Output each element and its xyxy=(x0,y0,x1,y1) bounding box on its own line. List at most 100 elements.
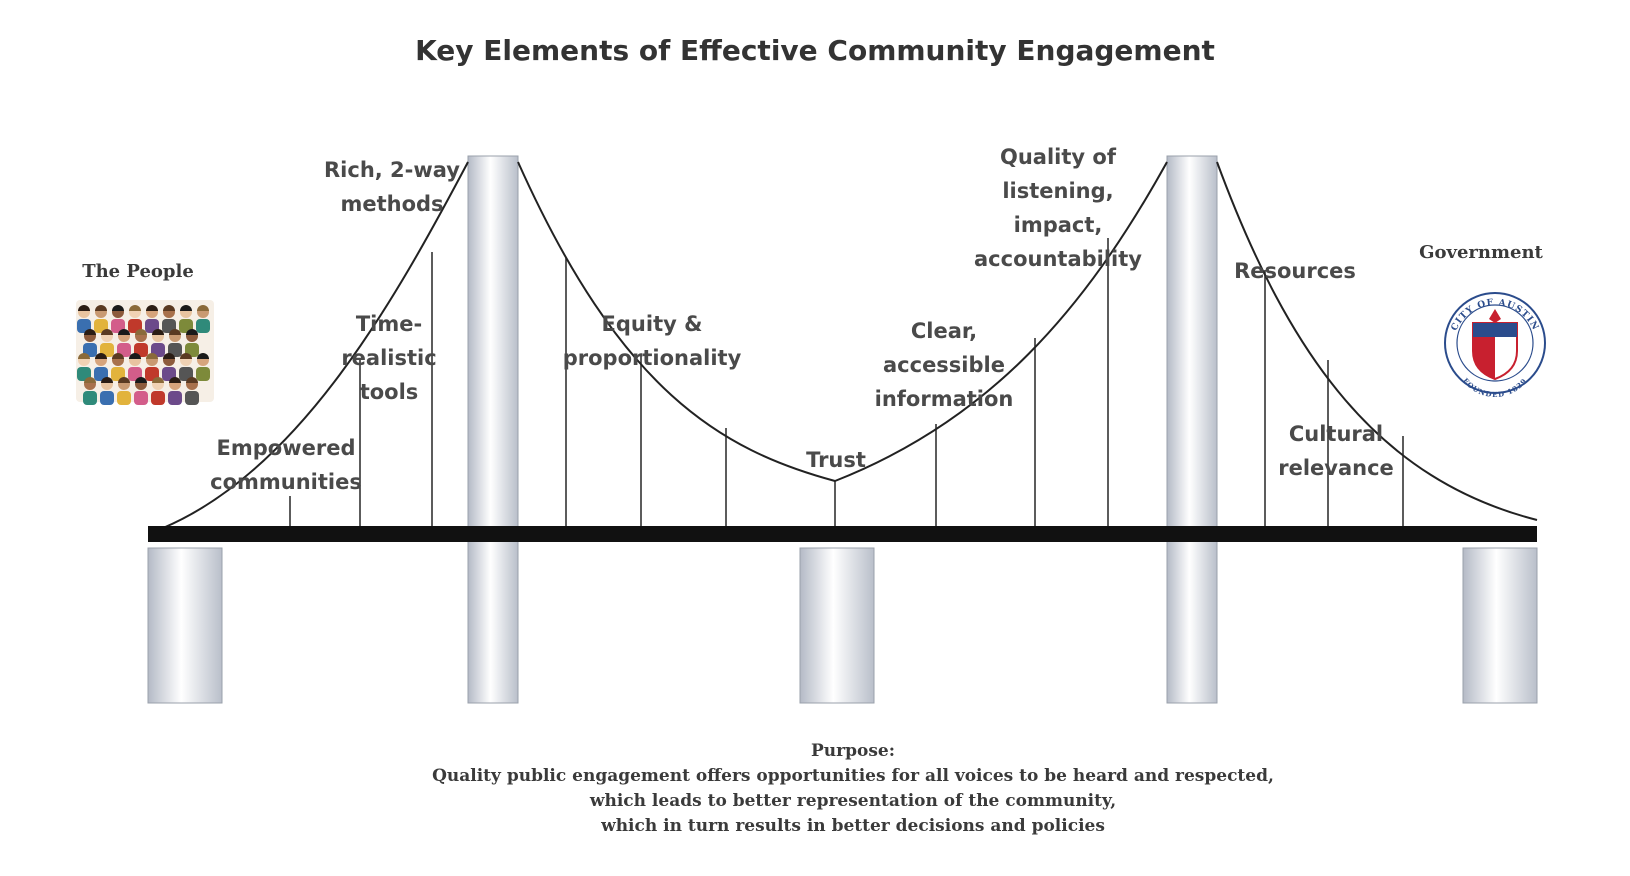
crowd-person-hair xyxy=(152,329,164,335)
crowd-person-hair xyxy=(135,377,147,383)
crowd-person-hair xyxy=(118,329,130,335)
crowd-person-hair xyxy=(146,353,158,359)
purpose-line-3: which in turn results in better decision… xyxy=(600,816,1105,836)
label-line: Rich, 2-way xyxy=(324,158,460,182)
label-line: communities xyxy=(210,470,362,494)
crowd-person-body xyxy=(128,319,142,333)
crowd-person-hair xyxy=(186,329,198,335)
crowd-person-hair xyxy=(197,305,209,311)
label-line: tools xyxy=(360,380,419,404)
main-suspension-cable xyxy=(162,161,1538,529)
label-line: Empowered xyxy=(217,436,356,460)
crowd-person-hair xyxy=(95,353,107,359)
crowd-person-hair xyxy=(169,329,181,335)
crowd-person-hair xyxy=(163,305,175,311)
label-line: realistic xyxy=(341,346,436,370)
label-line: Equity & xyxy=(602,312,703,336)
crowd-person-body xyxy=(162,319,176,333)
label-equity: Equity & proportionality xyxy=(563,312,742,370)
crowd-person-hair xyxy=(112,353,124,359)
crowd-person-body xyxy=(128,367,142,381)
crowd-person-body xyxy=(134,391,148,405)
crowd-person-body xyxy=(111,319,125,333)
crowd-person-hair xyxy=(152,377,164,383)
crowd-person-hair xyxy=(180,305,192,311)
label-line: Cultural xyxy=(1289,422,1383,446)
crowd-person-hair xyxy=(180,353,192,359)
label-resources: Resources xyxy=(1234,259,1356,283)
crowd-person-body xyxy=(179,367,193,381)
purpose-heading: Purpose: xyxy=(811,741,895,761)
crowd-person-hair xyxy=(84,329,96,335)
crowd-person-body xyxy=(179,319,193,333)
crowd-person-body xyxy=(185,343,199,357)
crowd-person-body xyxy=(168,391,182,405)
purpose-line-1: Quality public engagement offers opportu… xyxy=(432,766,1274,786)
label-rich-two-way: Rich, 2-way methods xyxy=(324,158,460,216)
label-trust: Trust xyxy=(806,448,866,472)
crowd-person-body xyxy=(83,391,97,405)
crowd-person-hair xyxy=(112,305,124,311)
label-line: accessible xyxy=(883,353,1005,377)
crowd-person-body xyxy=(77,319,91,333)
crowd-person-body xyxy=(168,343,182,357)
crowd-person-hair xyxy=(129,305,141,311)
crowd-person-hair xyxy=(78,353,90,359)
label-line: information xyxy=(875,387,1014,411)
crowd-person-body xyxy=(196,367,210,381)
label-clear-info: Clear, accessible information xyxy=(875,319,1014,411)
crowd-person-body xyxy=(94,319,108,333)
the-people-label: The People xyxy=(82,261,194,282)
crowd-person-body xyxy=(100,391,114,405)
label-line: Trust xyxy=(806,448,866,472)
label-line: proportionality xyxy=(563,346,742,370)
label-line: methods xyxy=(340,192,443,216)
city-of-austin-seal: CITY OF AUSTIN FOUNDED 1839 xyxy=(1444,292,1546,399)
label-line: impact, xyxy=(1014,213,1103,237)
crowd-person-body xyxy=(162,367,176,381)
base-piers xyxy=(147,547,1538,704)
pier-left-end xyxy=(147,547,223,704)
crowd-person-hair xyxy=(163,353,175,359)
purpose-line-2: which leads to better representation of … xyxy=(589,791,1116,811)
crowd-person-hair xyxy=(101,377,113,383)
pier-right-end xyxy=(1462,547,1538,704)
tower-left xyxy=(467,155,519,704)
crowd-photo xyxy=(76,300,214,405)
crowd-person-body xyxy=(145,319,159,333)
bridge-deck xyxy=(148,526,1537,542)
crowd-person-hair xyxy=(84,377,96,383)
crowd-person-body xyxy=(151,343,165,357)
crowd-person-hair xyxy=(186,377,198,383)
label-line: relevance xyxy=(1278,456,1394,480)
crowd-person-hair xyxy=(197,353,209,359)
label-line: Resources xyxy=(1234,259,1356,283)
tower-right xyxy=(1166,155,1218,704)
government-label: Government xyxy=(1419,242,1543,263)
diagram-title: Key Elements of Effective Community Enga… xyxy=(415,34,1215,67)
crowd-person-body xyxy=(185,391,199,405)
crowd-person-hair xyxy=(129,353,141,359)
crowd-person-body xyxy=(83,343,97,357)
crowd-person-body xyxy=(100,343,114,357)
crowd-person-body xyxy=(134,343,148,357)
crowd-person-body xyxy=(145,367,159,381)
label-line: Clear, xyxy=(911,319,977,343)
suspender-cables xyxy=(289,238,1404,526)
crowd-person-hair xyxy=(78,305,90,311)
label-line: Time- xyxy=(356,312,422,336)
crowd-person-body xyxy=(196,319,210,333)
crowd-person-body xyxy=(94,367,108,381)
label-time-realistic: Time-realistic tools xyxy=(341,312,436,404)
crowd-person-body xyxy=(117,343,131,357)
label-line: Quality of xyxy=(1000,145,1117,169)
crowd-person-hair xyxy=(101,329,113,335)
label-empowered: Empowered communities xyxy=(210,436,362,494)
crowd-person-body xyxy=(151,391,165,405)
crowd-person-body xyxy=(111,367,125,381)
label-line: accountability xyxy=(974,247,1142,271)
